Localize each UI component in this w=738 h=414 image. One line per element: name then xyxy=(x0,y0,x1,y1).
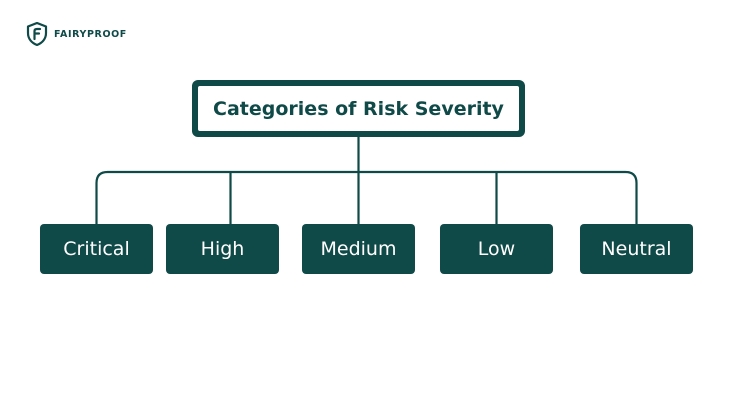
category-critical: Critical xyxy=(40,224,153,274)
category-high: High xyxy=(166,224,279,274)
fairyproof-shield-icon xyxy=(26,22,48,46)
category-medium: Medium xyxy=(302,224,415,274)
category-neutral: Neutral xyxy=(580,224,693,274)
brand-logo: FAIRYPROOF xyxy=(26,22,127,46)
brand-name: FAIRYPROOF xyxy=(54,28,127,40)
category-low: Low xyxy=(440,224,553,274)
diagram-title: Categories of Risk Severity xyxy=(198,86,519,131)
diagram-title-box: Categories of Risk Severity xyxy=(192,80,525,137)
